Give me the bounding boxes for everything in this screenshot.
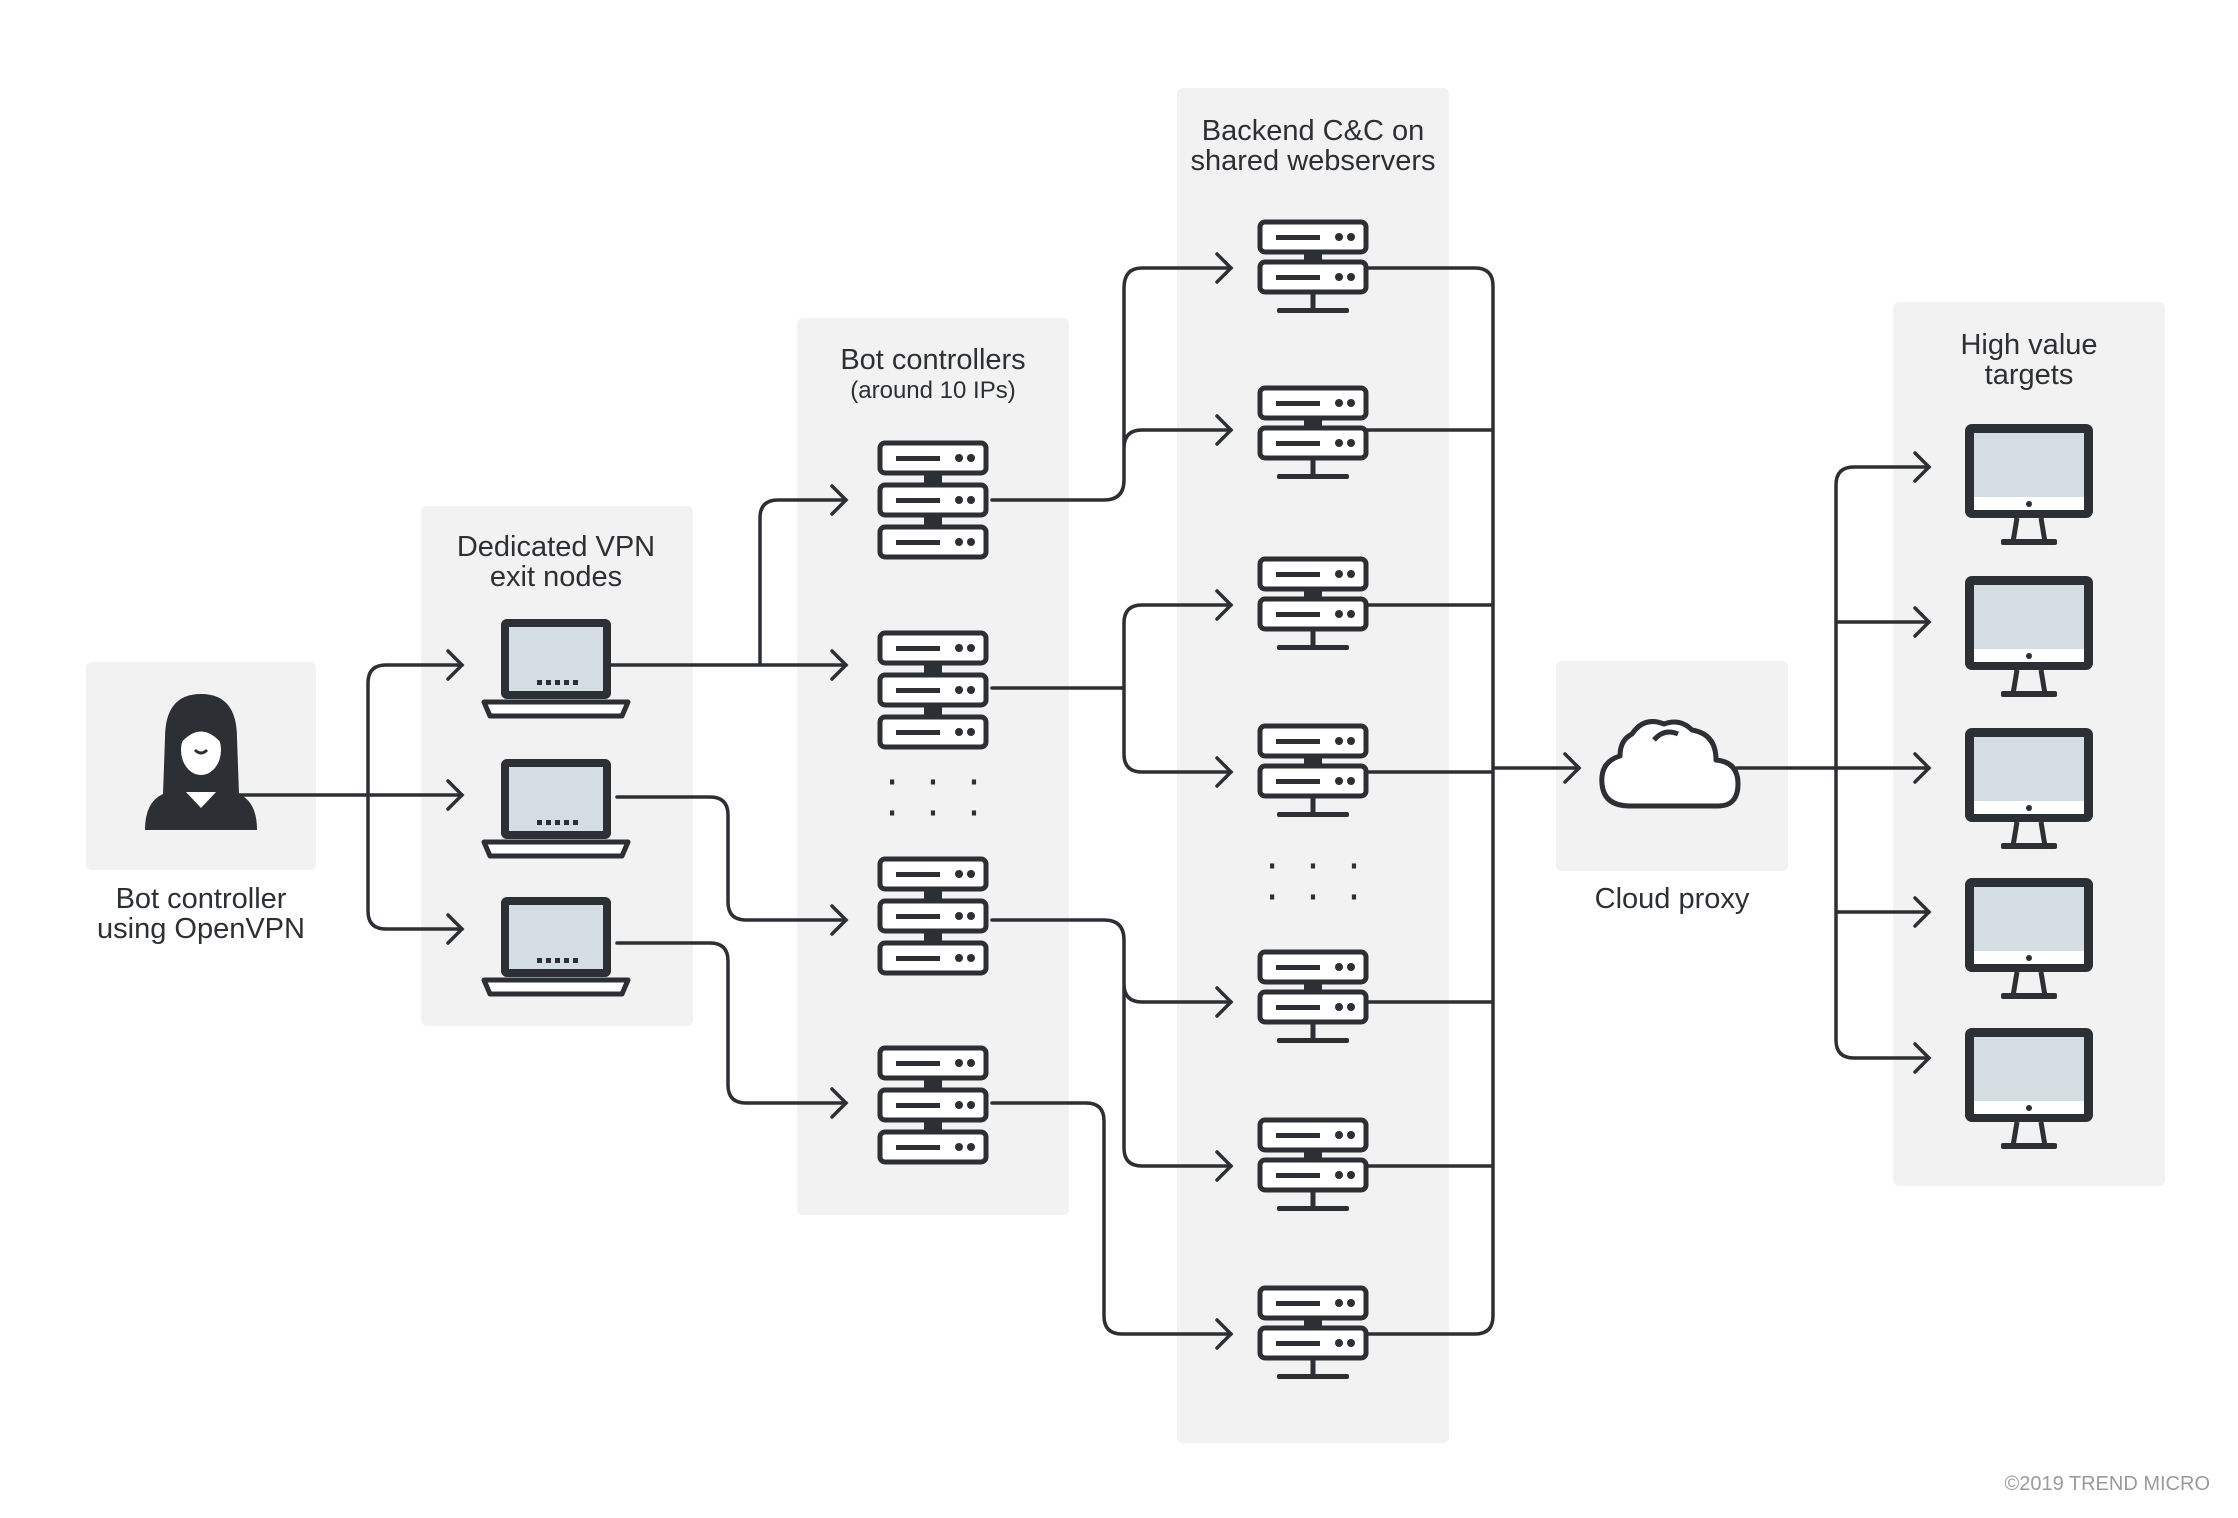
backend-title: shared webservers [1191,145,1436,177]
bot-controllers-ellipsis: · · · [882,763,984,803]
vpn-laptops [484,619,628,994]
cloud-proxy-label: Cloud proxy [1595,883,1750,915]
backend-ellipsis: · · · [1262,878,1364,918]
bot-controllers-ellipsis: · · · [882,794,984,834]
backend-title: Backend C&C on [1202,115,1424,147]
vpn-nodes-title: exit nodes [490,561,622,593]
bot-controllers-title: Bot controllers [840,344,1025,376]
hooded-person-icon [145,694,257,830]
bot-controller-label: using OpenVPN [97,913,305,945]
connectors [228,252,1932,1350]
vpn-nodes-title: Dedicated VPN [457,531,655,563]
laptop-icon [484,759,628,856]
copyright-notice: ©2019 TREND MICRO [2004,1473,2210,1495]
laptop-icon [484,897,628,994]
server-stack-icon [880,443,986,557]
backend-ellipsis: · · · [1262,847,1364,887]
server-stack-icon [880,1048,986,1162]
bot-controllers-panel [797,318,1069,1215]
laptop-icon [484,619,628,716]
server-stack-icon [880,859,986,973]
bot-controllers-subtitle: (around 10 IPs) [850,377,1015,404]
targets-title: High value [1960,329,2097,361]
bot-controller-label: Bot controller [116,883,287,915]
targets-title: targets [1985,359,2074,391]
server-stack-icon [880,633,986,747]
cloud-icon [1599,719,1741,809]
